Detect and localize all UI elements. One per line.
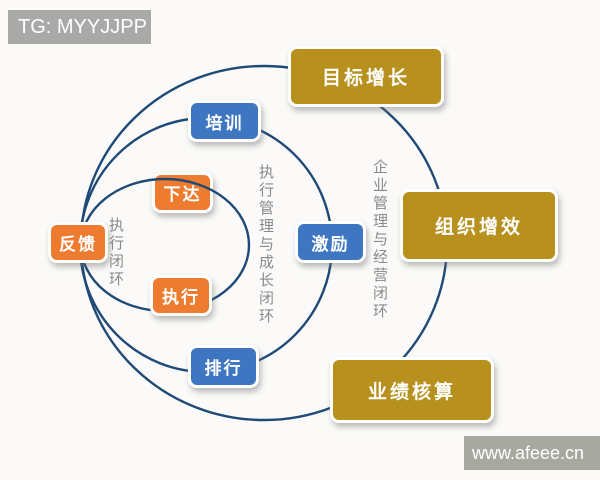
node-goal-growth-label: 目标增长 bbox=[321, 68, 410, 89]
node-feedback: 反馈 bbox=[48, 222, 108, 263]
watermark-top-left: TG: MYYJJPP bbox=[8, 10, 151, 44]
watermark-bottom-right: www.afeee.cn bbox=[464, 436, 600, 470]
middle-ring-label: 执行管理与成长闭环 bbox=[257, 164, 274, 326]
node-execute: 执行 bbox=[150, 275, 212, 316]
node-execute-label: 执行 bbox=[162, 288, 200, 307]
outer-ring-label: 企业管理与经营闭环 bbox=[371, 159, 388, 321]
node-incentive-label: 激励 bbox=[311, 234, 350, 254]
node-ranking: 排行 bbox=[188, 345, 259, 388]
node-org-efficiency: 组织增效 bbox=[400, 189, 558, 262]
node-incentive: 激励 bbox=[295, 221, 366, 263]
node-training-label: 培训 bbox=[205, 113, 244, 133]
node-org-efficiency-label: 组织增效 bbox=[434, 217, 523, 238]
inner-ring-label: 执行闭环 bbox=[107, 217, 124, 289]
node-performance-account: 业绩核算 bbox=[330, 357, 494, 423]
node-goal-growth: 目标增长 bbox=[288, 46, 444, 107]
node-assign-label: 下达 bbox=[163, 185, 202, 204]
node-assign: 下达 bbox=[152, 172, 213, 213]
node-ranking-label: 排行 bbox=[204, 359, 243, 378]
node-training: 培训 bbox=[188, 100, 261, 142]
node-feedback-label: 反馈 bbox=[59, 235, 97, 254]
node-performance-account-label: 业绩核算 bbox=[367, 381, 456, 403]
